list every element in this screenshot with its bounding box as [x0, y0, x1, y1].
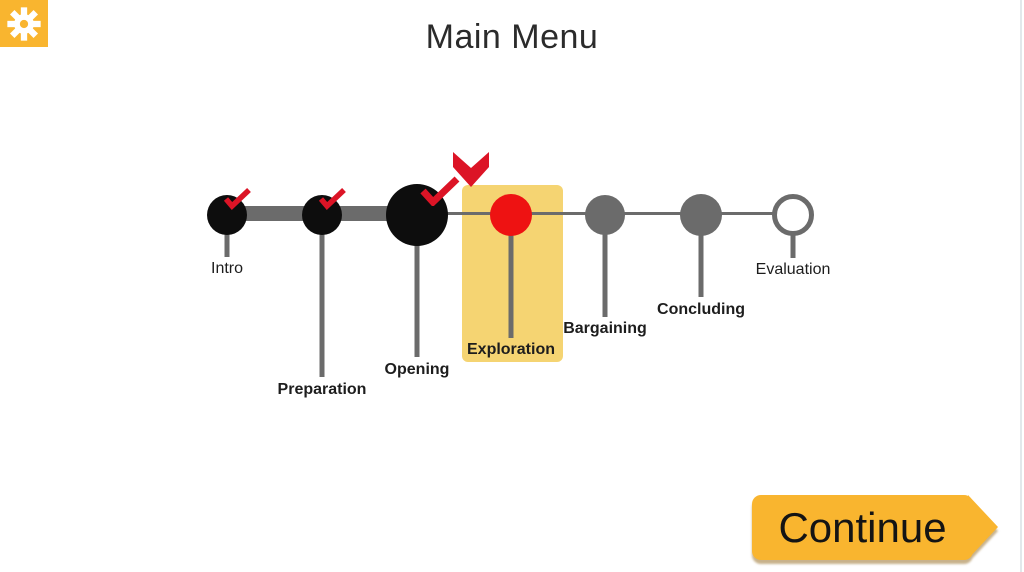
stage-label-preparation: Preparation [277, 381, 367, 398]
stage-label-concluding: Concluding [657, 301, 745, 318]
player-edge-divider [1020, 0, 1022, 572]
stage-label-intro: Intro [210, 260, 244, 277]
stage-stem-evaluation [790, 216, 796, 258]
page-title: Main Menu [425, 18, 599, 56]
checkmark-icon [223, 187, 253, 210]
stage-circle-evaluation[interactable] [772, 194, 814, 236]
stage-circle-bargaining[interactable] [585, 195, 625, 235]
stage-label-opening: Opening [384, 361, 450, 378]
stage-stem-concluding [698, 216, 704, 297]
stage-circle-concluding[interactable] [680, 194, 722, 236]
stage-label-exploration: Exploration [466, 341, 556, 358]
settings-button[interactable] [0, 0, 48, 47]
gear-icon [6, 6, 42, 42]
continue-button[interactable]: Continue [752, 495, 998, 560]
stage-stem-bargaining [602, 216, 608, 317]
checkmark-icon [419, 175, 461, 208]
stage-label-bargaining: Bargaining [563, 320, 647, 337]
continue-button-label: Continue [778, 503, 947, 551]
stage-stem-preparation [319, 216, 325, 377]
stage-circle-exploration[interactable] [490, 194, 532, 236]
chevron-down-icon [453, 152, 489, 187]
stage-stem-opening [414, 216, 420, 357]
checkmark-icon [318, 187, 348, 210]
stage-label-evaluation: Evaluation [755, 261, 831, 278]
stage-stem-exploration [508, 216, 514, 338]
stage-stem-intro [224, 216, 230, 257]
